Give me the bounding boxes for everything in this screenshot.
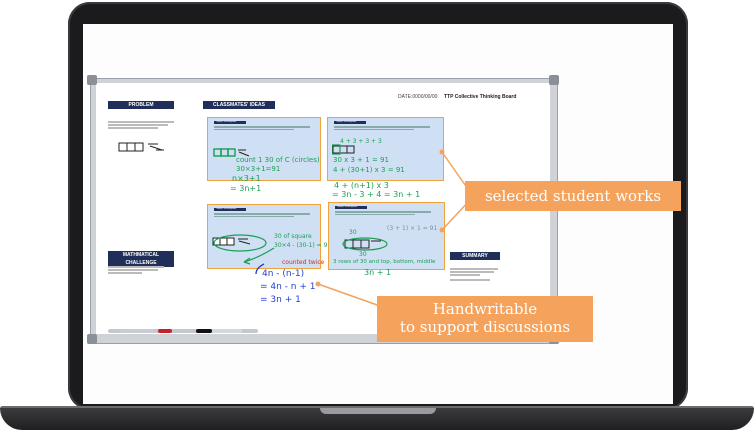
summary-text [450,268,500,281]
red-marker-icon[interactable] [158,329,172,333]
handwritten-note: 30 [359,251,367,258]
student-work-card-1[interactable]: Today's Investigation count 1 30 of C (c… [207,117,321,181]
frame-corner-icon [87,334,97,344]
callout-connector [315,281,381,307]
handwritable-callout: Handwritable to support discussions [377,296,593,342]
marker-icon[interactable] [120,329,154,333]
handwritten-note: 30×4 - (30-1) = 91 [274,242,332,249]
card-instructions [334,126,434,130]
square-diagram-icon [332,144,355,155]
square-diagram-icon [212,234,267,252]
handwritten-note: 4 + 3 + 3 + 3 [340,138,382,145]
laptop-base [0,408,754,430]
card-header: Today's Investigation [334,121,366,124]
card-instructions [214,126,314,130]
student-work-card-4[interactable]: Today's Investigation 30 (3 + 1) × 1 = 9… [328,202,445,270]
arrow-icon [255,263,265,275]
handwritten-note: 30 of square [274,233,312,240]
handwritten-note: n×3+1 [232,174,261,183]
handwritten-note: 3 rows of 30 and top, bottom, middle [333,259,436,265]
frame-corner-icon [549,75,559,85]
card-instructions [214,213,314,217]
handwritten-note: count 1 30 of C (circles) [236,156,320,164]
square-diagram-icon [342,237,388,251]
handwritten-note: = 3n - 3 + 4 = 3n + 1 [332,190,421,199]
card-header: Today's Investigation [335,206,367,209]
handwritten-note: = 3n + 1 [260,295,301,305]
handwritten-note: 30 x 3 + 1 = 91 [333,156,389,164]
callout-line: to support discussions [399,318,571,336]
handwritten-note: counted twice [282,259,325,266]
handwritten-note: 4n - (n-1) [262,269,305,279]
handwritten-note: 3n + 1 [364,268,392,277]
student-work-card-2[interactable]: Today's Investigation 4 + 3 + 3 + 3 30 x… [327,117,444,181]
square-diagram-icon [213,148,250,157]
black-marker-icon[interactable] [196,329,212,333]
handwritten-note: = 4n - n + 1 [260,282,316,292]
handwritten-note: = 3n+1 [230,184,262,193]
handwritten-note: 4 + (30+1) x 3 = 91 [333,166,405,174]
student-work-card-3[interactable]: Today's Investigation 30 of square 30×4 … [207,204,331,269]
handwritten-note: 30×3+1=91 [236,165,281,173]
problem-text [108,121,178,129]
frame-corner-icon [87,75,97,85]
problem-header: PROBLEM [108,101,174,109]
board-date: DATE:0000/00/00 [398,94,438,100]
challenge-text [108,266,168,274]
marker-icon[interactable] [212,329,242,333]
summary-header: SUMMARY [450,252,500,260]
handwritten-note: 30 [349,229,357,236]
marker-tray [108,329,258,333]
selected-works-callout: selected student works [465,181,681,211]
challenge-header: MATHMATICAL CHALLENGE [108,251,174,267]
card-instructions [335,211,435,215]
card-header: Today's Investigation [214,121,246,124]
callout-line: Handwritable [432,300,538,318]
laptop-notch [320,408,436,414]
matchstick-squares-icon [118,142,164,152]
classmates-ideas-header: CLASSMATES' IDEAS [203,101,275,109]
handwritten-note: (3 + 1) × 1 = 91 [387,225,438,232]
board-title: TTP Collective Thinking Board [444,94,517,100]
handwritten-note: 4 + (n+1) x 3 [334,181,389,190]
card-header: Today's Investigation [214,208,246,211]
arrow-icon [243,247,275,265]
